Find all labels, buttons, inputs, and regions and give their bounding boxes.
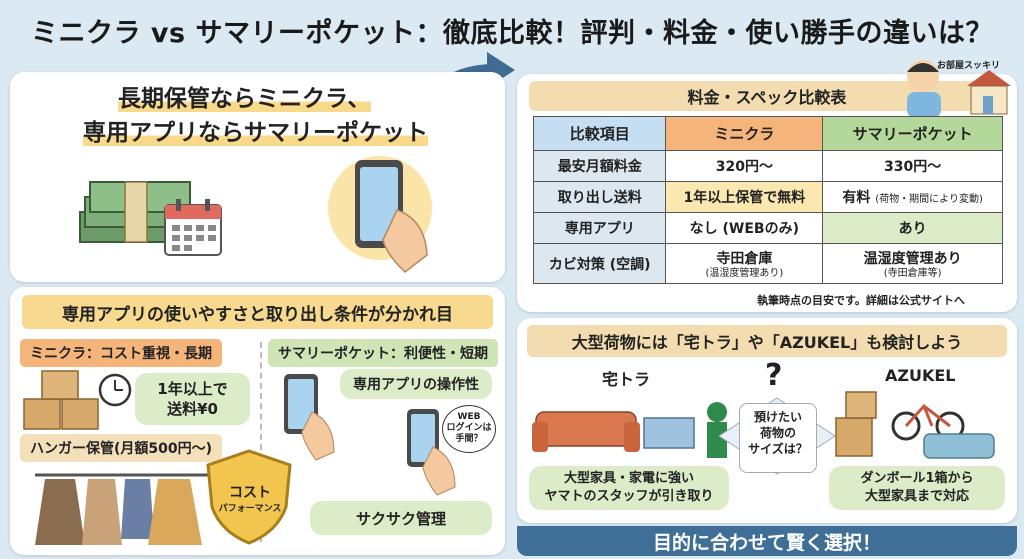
headline-line2: 専用アプリならサマリーポケット [83,120,428,146]
furniture-icon [532,402,727,458]
azukel-bubble-line1: ダンボール1箱から [860,471,974,486]
summary-tag: サマリーポケット：利便性・短期 [268,339,498,367]
row-label: 専用アプリ [532,212,667,244]
app-usability-bubble: 専用アプリの操作性 [340,369,492,399]
takutora-bubble-line2: ヤマトのスタッフが引き取り [544,489,714,504]
question-line1: 預けたい [753,410,802,424]
cardboard-boxes-icon [23,370,99,430]
cost-badge-line2: パフォーマンス [218,504,282,514]
spec-note: 執筆時点の目安です。詳細は公式サイトへ [757,294,965,307]
boxes-bicycle-icon [835,391,995,459]
web-bubble-line2: ログインは [446,423,492,433]
minikura-cell: 寺田倉庫(温湿度管理あり) [665,243,824,284]
web-bubble-line1: WEB [457,412,481,422]
table-row: 取り出し送料 1年以上保管で無料 有料 (荷物・期間により変動) [532,181,1003,213]
summary-cell: 温湿度管理あり(寺田倉庫等) [822,243,1003,284]
section-divider [260,342,262,542]
hanger-tag: ハンガー保管(月額500円〜) [20,434,223,462]
row-label: 最安月額料金 [532,150,667,182]
hanging-clothes-icon [35,473,210,545]
azukel-bubble: ダンボール1箱から 大型家具まで対応 [829,466,1005,510]
takutora-bubble: 大型家具・家電に強い ヤマトのスタッフが引き取り [529,466,729,510]
free-shipping-line1: 1年以上で [157,380,228,398]
cost-badge-line1: コスト [229,485,271,501]
spec-panel: 料金・スペック比較表 お部屋スッキリ 比較項目 ミニクラ サマリーポケット 最安… [517,60,1017,312]
summary-value: 温湿度管理あり [863,250,962,267]
large-items-panel: 大型荷物には「宅トラ」や「AZUKEL」も検討しよう 宅トラ AZUKEL ? … [517,318,1017,523]
summary-cell: 330円〜 [822,150,1003,182]
column-header: サマリーポケット [822,116,1003,151]
cost-badge-label: コスト パフォーマンス [210,485,290,517]
azukel-label: AZUKEL [885,366,956,385]
table-row: 専用アプリ なし (WEBのみ) あり [532,212,1003,244]
web-bubble-line3: 手間？ [455,434,483,444]
free-shipping-line2: 送料¥0 [167,400,218,418]
calendar-icon [164,199,222,256]
takutora-label: 宅トラ [602,370,651,389]
clock-icon [98,373,132,407]
page-title: ミニクラ vs サマリーポケット：徹底比較！評判・料金・使い勝手の違いは？ [31,17,993,49]
mascot-icon [907,60,1011,118]
sakusaku-bubble: サクサク管理 [310,501,492,535]
minikura-cell: 320円〜 [665,150,824,182]
headline-line1: 長期保管ならミニクラ、 [118,86,371,112]
free-shipping-bubble: 1年以上で 送料¥0 [135,373,250,425]
web-login-bubble: WEB ログインは 手間？ [442,405,496,453]
minikura-note: (温湿度管理あり) [705,267,784,279]
azukel-bubble-line2: 大型家具まで対応 [864,489,969,504]
table-row: 最安月額料金 320円〜 330円〜 [532,150,1003,182]
spec-table-header: 比較項目 ミニクラ サマリーポケット [532,116,1003,151]
minikura-cell: 1年以上保管で無料 [665,181,824,213]
summary-note: (寺田倉庫等) [883,267,942,279]
question-line2: 荷物の [759,426,796,440]
summary-note: (荷物・期間により変動) [875,194,983,205]
headline-panel: 長期保管ならミニクラ、 専用アプリならサマリーポケット [10,72,505,282]
column-header: ミニクラ [665,116,824,151]
spec-table: 比較項目 ミニクラ サマリーポケット 最安月額料金 320円〜 330円〜 取り… [532,116,1003,284]
minikura-tag: ミニクラ：コスト重視・長期 [20,339,222,367]
row-label: カビ対策 (空調) [532,243,667,284]
takutora-bubble-line1: 大型家具・家電に強い [563,471,694,486]
smartphone-hand-icon [328,156,432,273]
usability-header: 専用アプリの使いやすさと取り出し条件が分かれ目 [22,295,493,329]
row-label: 取り出し送料 [532,181,667,213]
bottom-banner: 目的に合わせて賢く選択！ [517,526,1017,556]
usability-panel: 専用アプリの使いやすさと取り出し条件が分かれ目 ミニクラ：コスト重視・長期 1年… [10,287,505,555]
smartphone-hand-icon [407,409,456,496]
cost-performance-badge [206,449,292,545]
summary-value: 有料 [842,190,871,206]
question-line3: サイズは？ [748,442,808,456]
summary-cell: 有料 (荷物・期間により変動) [822,181,1003,213]
large-items-header: 大型荷物には「宅トラ」や「AZUKEL」も検討しよう [527,325,1007,357]
smartphone-hand-icon [284,374,335,461]
summary-cell: あり [822,212,1003,244]
minikura-cell: なし (WEBのみ) [665,212,824,244]
column-header: 比較項目 [532,116,667,151]
table-row: カビ対策 (空調) 寺田倉庫(温湿度管理あり) 温湿度管理あり(寺田倉庫等) [532,243,1003,284]
question-mark: ? [765,358,783,393]
question-box: 預けたい 荷物の サイズは？ [739,403,817,473]
mascot-sign: お部屋スッキリ [937,61,1001,71]
minikura-value: 寺田倉庫 [716,250,773,267]
